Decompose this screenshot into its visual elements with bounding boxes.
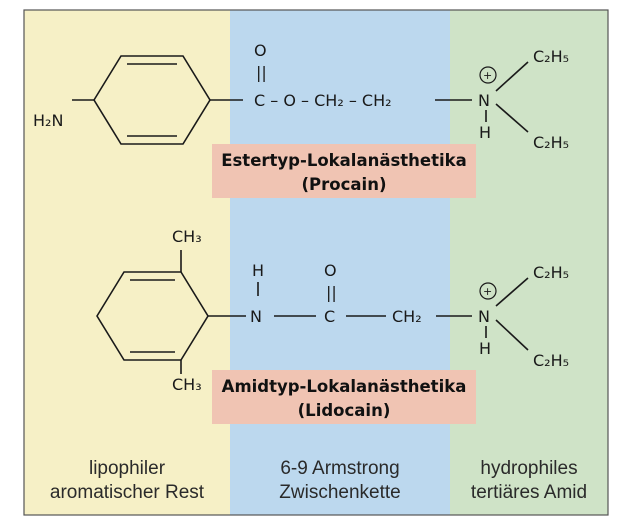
procain-ethyl-top: C₂H₅ [533,47,569,66]
procain-structure: H₂N O || C – O – CH₂ – CH₂ + N H C₂H₅ C₂… [33,41,569,152]
lidocain-nitrogen: N [478,307,490,326]
figure-border [23,9,609,516]
lidocain-ethyl-bottom: C₂H₅ [533,351,569,370]
lidocain-ethyl-top: C₂H₅ [533,263,569,282]
procain-ethyl-bottom: C₂H₅ [533,133,569,152]
procain-charge: + [483,69,492,82]
procain-nitrogen: N [478,91,490,110]
lidocain-amide-h: H [252,261,264,280]
procain-subtitle: (Procain) [302,175,387,194]
lipophilic-region [24,10,230,515]
lipophilic-caption-line1: lipophiler [89,458,166,479]
hydrophilic-caption-line2: tertiäres Amid [471,482,587,503]
lidocain-methyl-bottom: CH₃ [172,375,202,394]
lidocain-methyl-top: CH₃ [172,227,202,246]
procain-n-hydrogen: H [479,123,491,142]
hydrophilic-region [450,10,608,515]
lidocain-ch2: CH₂ [392,307,422,326]
lidocain-label: Amidtyp-Lokalanästhetika (Lidocain) [212,370,476,424]
lidocain-title: Amidtyp-Lokalanästhetika [222,377,467,396]
lidocain-n-hydrogen: H [479,339,491,358]
lidocain-double-bond: || [326,283,337,302]
procain-ester-chain: C – O – CH₂ – CH₂ [254,91,392,110]
chain-caption-line2: Zwischenkette [279,482,400,503]
procain-title: Estertyp-Lokalanästhetika [221,151,467,170]
lidocain-amide-n: N [250,307,262,326]
chain-region [230,10,450,515]
hydrophilic-caption-line1: hydrophiles [480,458,577,479]
lidocain-structure: CH₃ CH₃ H N O || C CH₂ + N H C₂H₅ C₂H₅ [96,227,569,394]
chain-caption-line1: 6-9 Armstrong [280,458,399,479]
procain-label: Estertyp-Lokalanästhetika (Procain) [212,144,476,198]
lidocain-charge: + [483,285,492,298]
lidocain-carbonyl-c: C [324,307,335,326]
lidocain-subtitle: (Lidocain) [298,401,391,420]
procain-carbonyl-o: O [254,41,267,60]
procain-amine-group: H₂N [33,111,63,130]
region-captions: lipophiler aromatischer Rest 6-9 Armstro… [50,458,587,503]
lipophilic-caption-line2: aromatischer Rest [50,482,205,503]
lidocain-carbonyl-o: O [324,261,337,280]
procain-double-bond: || [256,63,267,82]
